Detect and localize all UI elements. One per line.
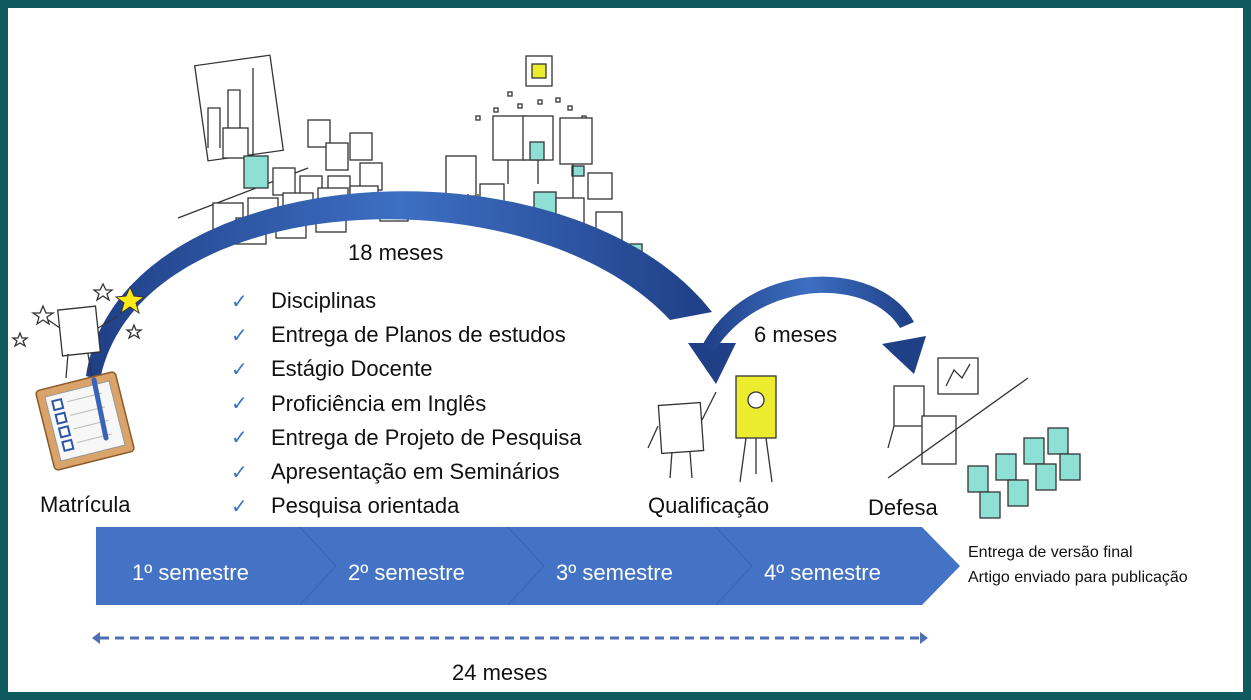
presenter-easel-sketch [647, 375, 777, 483]
semester-chevron-1 [96, 527, 336, 605]
checklist-item-label: Estágio Docente [271, 356, 433, 382]
final-deliverables: Entrega de versão final Artigo enviado p… [968, 540, 1188, 590]
requirements-checklist: ✓ Disciplinas ✓ Entrega de Planos de estud… [231, 284, 582, 523]
check-icon: ✓ [231, 461, 248, 484]
checklist-item: ✓ Entrega de Planos de estudos [231, 318, 582, 352]
diagram-graphics [11, 54, 1081, 644]
checklist-item-label: Pesquisa orientada [271, 493, 460, 519]
arc-18-meses [86, 191, 712, 380]
semester-label-2: 2º semestre [348, 560, 465, 585]
defense-room-sketch [887, 357, 1081, 519]
semester-chevron-3 [508, 527, 752, 605]
milestone-defense: Defesa [868, 495, 938, 520]
arc-6-arrowhead [882, 336, 926, 374]
checklist-item: ✓ Pesquisa orientada [231, 489, 582, 523]
check-icon: ✓ [231, 324, 248, 347]
check-icon: ✓ [231, 495, 248, 518]
checklist-item-label: Apresentação em Seminários [271, 459, 560, 485]
checklist-item-label: Disciplinas [271, 288, 377, 314]
checklist-item: ✓ Disciplinas [231, 284, 582, 318]
checklist-item-label: Entrega de Projeto de Pesquisa [271, 424, 582, 450]
diagram-canvas: 18 meses 6 meses 24 meses ✓ Disciplinas ✓… [8, 8, 1243, 692]
final-note: Artigo enviado para publicação [968, 569, 1188, 586]
check-icon: ✓ [231, 393, 248, 416]
arc-6-meses [702, 276, 914, 352]
semester-chevron-4 [716, 527, 960, 605]
semester-label-3: 3º semestre [556, 560, 673, 585]
semester-label-1: 1º semestre [132, 560, 249, 585]
milestone-enrollment: Matrícula [40, 492, 131, 517]
total-duration-span [92, 632, 928, 644]
semester-timeline [96, 526, 960, 606]
short-arc-duration: 6 meses [754, 322, 838, 347]
enrollment-character-sketch [11, 282, 143, 379]
arc-18-arrowhead [688, 343, 736, 384]
checklist-item-label: Entrega de Planos de estudos [271, 322, 566, 348]
total-duration: 24 meses [452, 660, 548, 685]
semester-label-4: 4º semestre [764, 560, 881, 585]
checklist-item: ✓ Apresentação em Seminários [231, 455, 582, 489]
checklist-item-label: Proficiência em Inglês [271, 390, 487, 416]
long-arc-duration: 18 meses [348, 240, 444, 265]
milestone-qualification: Qualificação [648, 493, 770, 518]
checklist-item: ✓ Entrega de Projeto de Pesquisa [231, 421, 582, 455]
final-note: Entrega de versão final [968, 544, 1133, 561]
checklist-item: ✓ Estágio Docente [231, 352, 582, 386]
semester-chevron-2 [300, 527, 544, 605]
check-icon: ✓ [231, 358, 248, 381]
clipboard-icon [35, 371, 135, 471]
star-icon [114, 285, 146, 315]
check-icon: ✓ [231, 427, 248, 450]
checklist-item: ✓ Proficiência em Inglês [231, 387, 582, 421]
check-icon: ✓ [231, 290, 248, 313]
